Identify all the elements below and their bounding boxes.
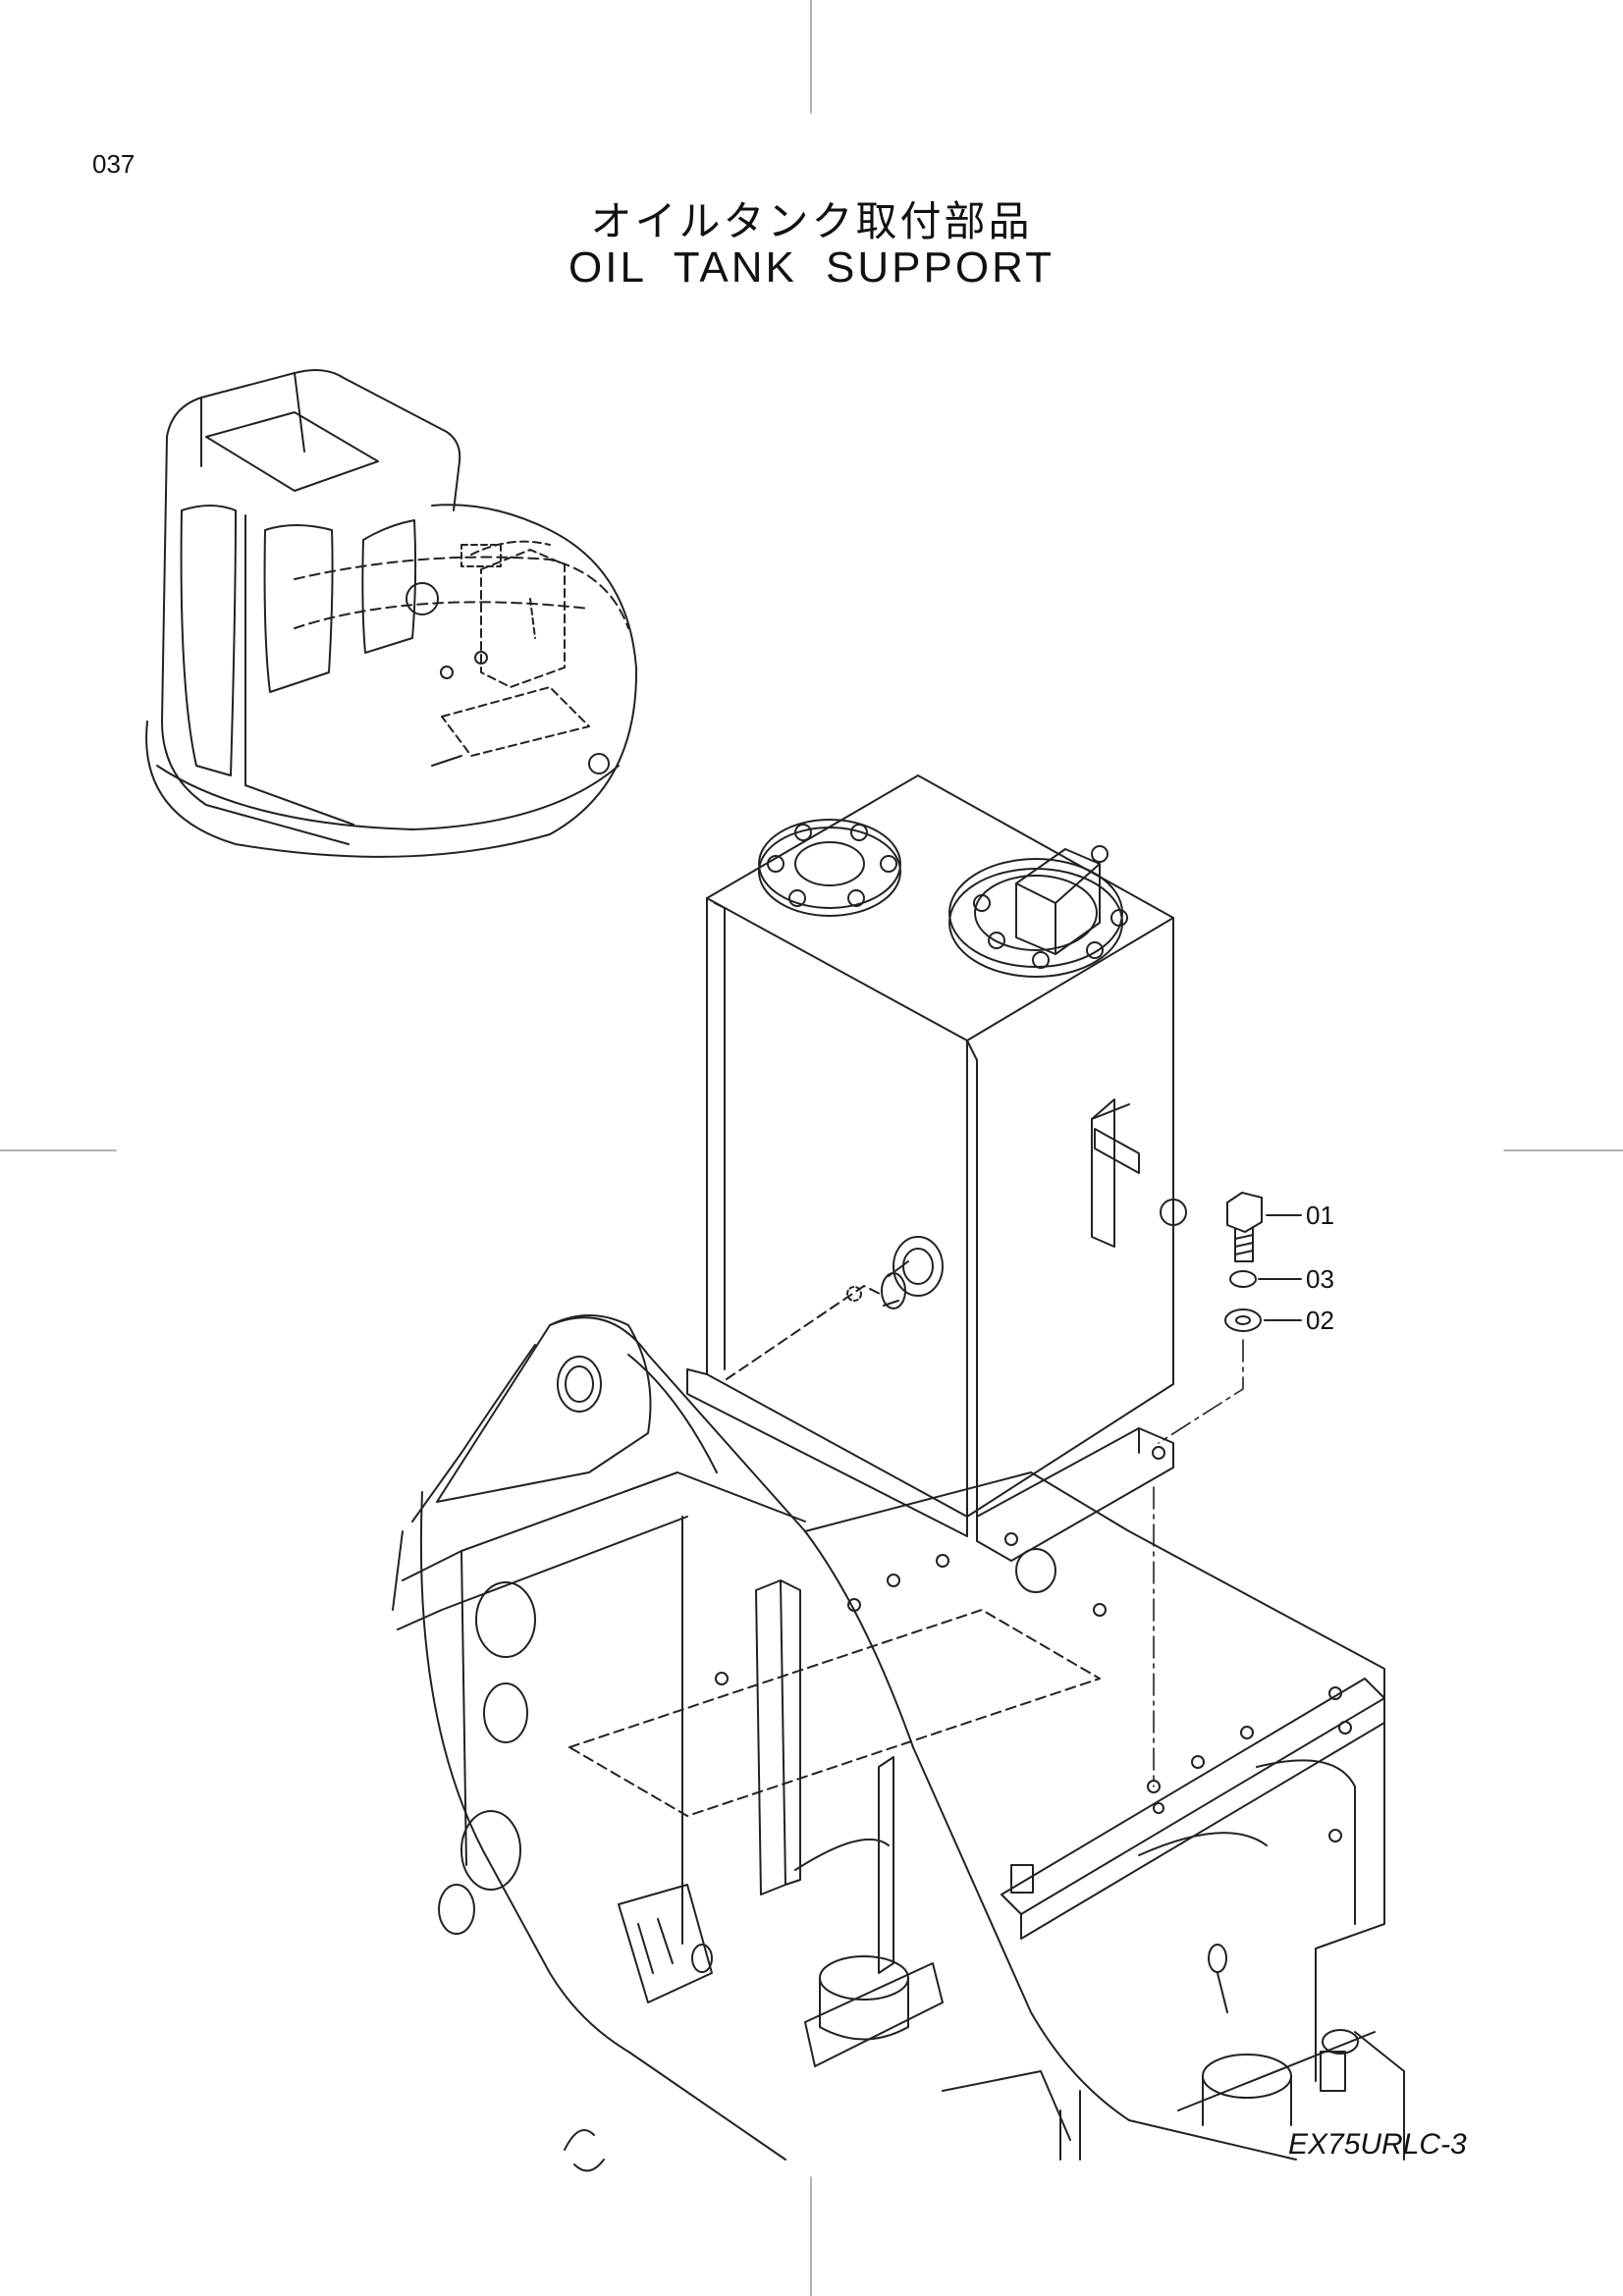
callout-label: 01 (1306, 1201, 1334, 1230)
callout-label: 03 (1306, 1264, 1334, 1294)
callout-labels: 01 03 02 (1306, 1201, 1334, 1335)
page-number: 037 (92, 149, 135, 179)
title-japanese: オイルタンク取付部品 (590, 198, 1033, 244)
callout-label: 02 (1306, 1306, 1334, 1335)
title-english: OIL TANK SUPPORT (568, 243, 1055, 292)
fasteners (1153, 1192, 1302, 1788)
excavator-overview (145, 368, 638, 858)
spring-washer (1229, 1270, 1257, 1288)
upper-frame (392, 1314, 1405, 2172)
flange-bolts-left (767, 824, 897, 907)
model-code: EX75URLC-3 (1288, 2128, 1467, 2161)
flange-bolts-right (973, 845, 1128, 969)
bolt (1226, 1192, 1263, 1262)
oil-tank (686, 774, 1187, 1593)
washer (1224, 1308, 1262, 1332)
